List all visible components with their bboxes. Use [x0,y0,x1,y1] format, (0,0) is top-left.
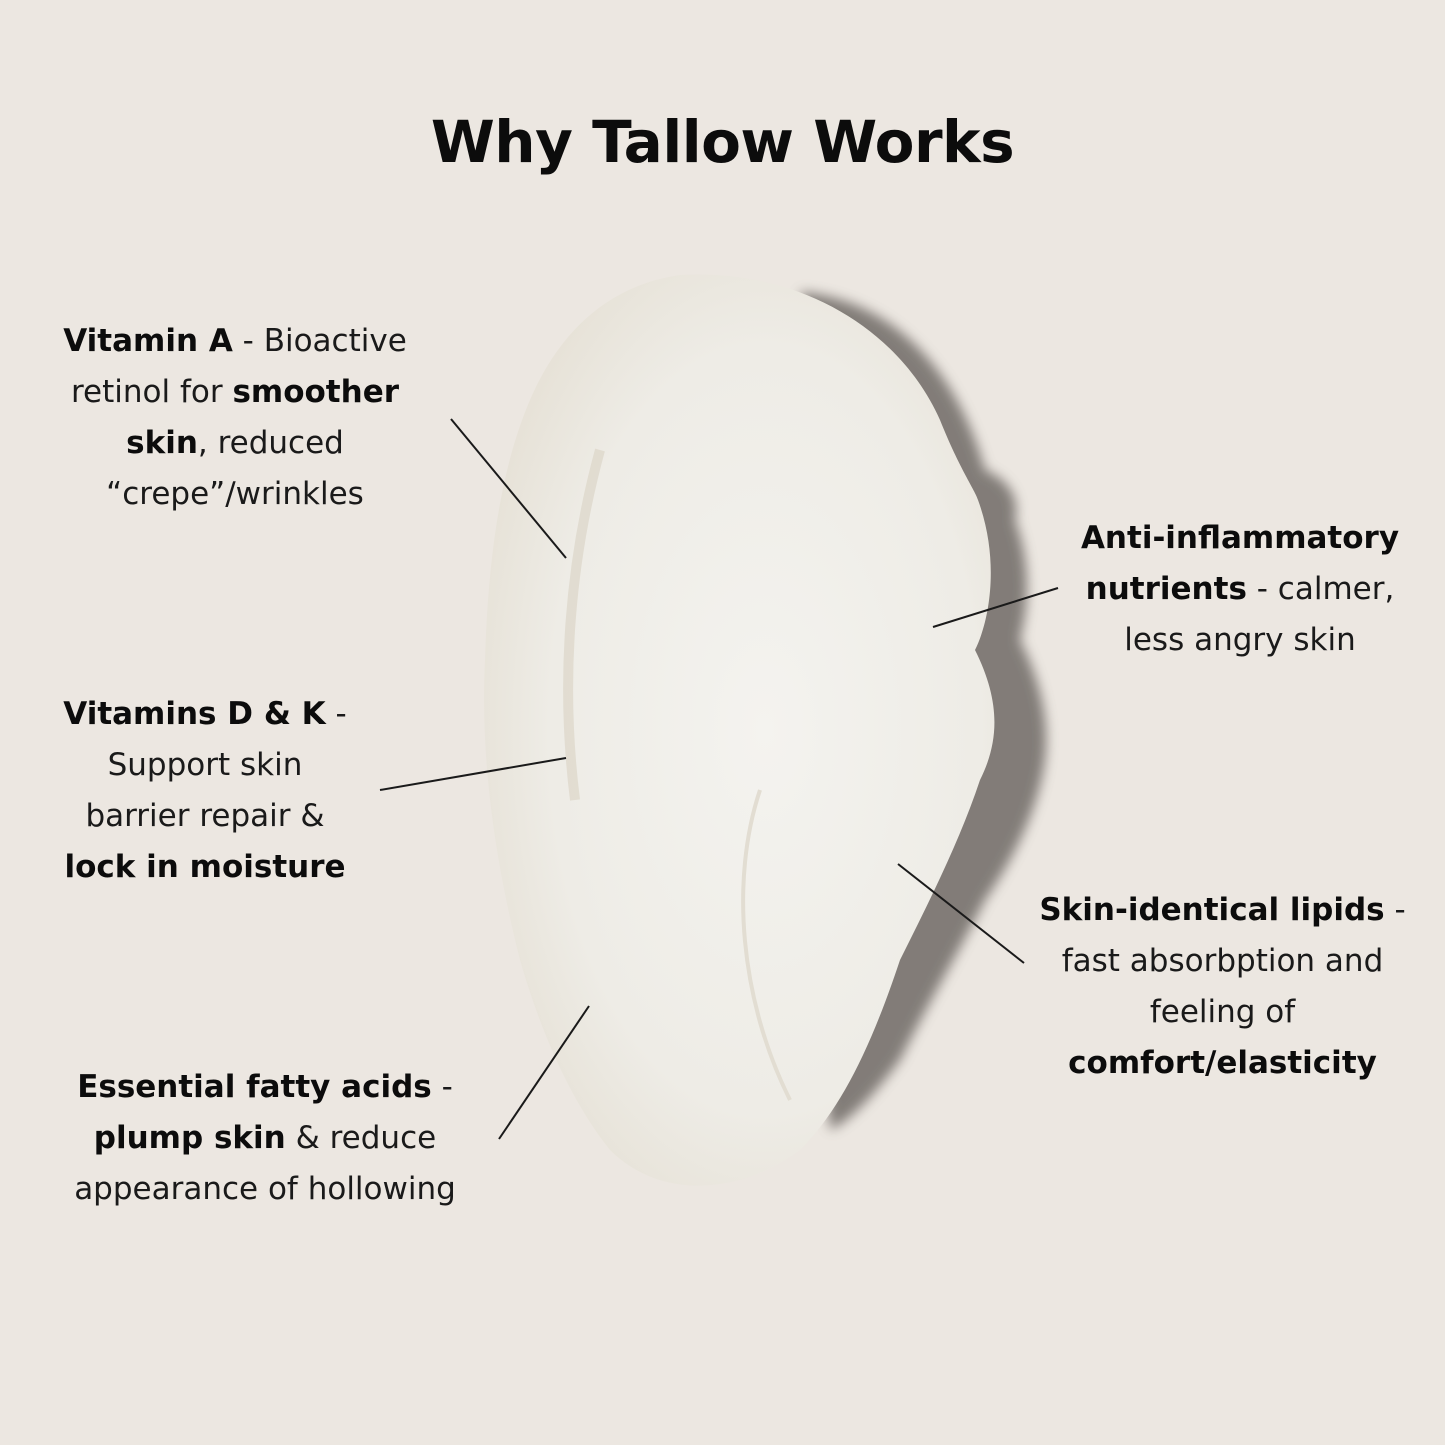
callout-text: appearance of hollowing [74,1171,456,1207]
callout-text: “crepe”/wrinkles [106,476,364,512]
leader-line-fatty-acids [498,1005,590,1140]
callout-line: Vitamins D & K - [20,689,390,740]
callout-emphasis: skin [126,425,198,461]
callout-text: retinol for [70,374,233,410]
callout-line: Anti-inflammatory [1040,513,1440,564]
callout-emphasis: comfort/elasticity [1068,1045,1377,1081]
callout-emphasis: Essential fatty acids [77,1069,432,1105]
callout-text: & reduce [285,1120,437,1156]
callout-line: Support skin [20,740,390,791]
callout-line: feeling of [1005,987,1440,1038]
callout-lipids: Skin-identical lipids -fast absorbption … [1005,885,1440,1089]
leader-line-lipids [897,863,1025,964]
callout-emphasis: smoother [232,374,400,410]
callout-text: fast absorbption and [1061,943,1384,979]
cream-blob [484,274,995,1186]
callout-anti-inflammatory: Anti-inflammatory nutrients - calmer, less… [1040,513,1440,666]
callout-line: appearance of hollowing [20,1164,510,1215]
cream-edge [741,789,792,1101]
callout-line: barrier repair & [20,791,390,842]
callout-emphasis: Vitamin A [63,323,233,359]
callout-emphasis: Skin-identical lipids [1039,892,1385,928]
callout-line: fast absorbption and [1005,936,1440,987]
callout-line: Essential fatty acids - [20,1062,510,1113]
callout-text: - [1384,892,1406,928]
callout-emphasis: lock in moisture [64,849,346,885]
leader-line-vitamin-a [450,418,567,559]
cream-fold [563,448,605,801]
callout-line: less angry skin [1040,615,1440,666]
callout-line: Skin-identical lipids - [1005,885,1440,936]
page-title: Why Tallow Works [430,108,1015,176]
callout-text: barrier repair & [85,798,325,834]
callout-text: - [431,1069,453,1105]
callout-text: - calmer, [1246,571,1395,607]
callout-line: Vitamin A - Bioactive [20,316,450,367]
callout-text: , reduced [197,425,344,461]
callout-line: plump skin & reduce [20,1113,510,1164]
callout-emphasis: nutrients [1085,571,1247,607]
callout-text: - Bioactive [232,323,407,359]
callout-text: less angry skin [1124,622,1356,658]
callout-line: “crepe”/wrinkles [20,469,450,520]
callout-line: skin, reduced [20,418,450,469]
callout-line: nutrients - calmer, [1040,564,1440,615]
callout-text: Support skin [107,747,303,783]
callout-emphasis: plump skin [93,1120,286,1156]
callout-line: comfort/elasticity [1005,1038,1440,1089]
callout-fatty-acids: Essential fatty acids -plump skin & redu… [20,1062,510,1215]
callout-line: lock in moisture [20,842,390,893]
callout-emphasis: Vitamins D & K [63,696,326,732]
callout-emphasis: Anti-inflammatory [1080,520,1400,556]
leader-line-anti-inflammatory [932,587,1059,628]
leader-line-vitamins-d-k [379,757,567,791]
callout-text: - [325,696,347,732]
callout-text: feeling of [1149,994,1296,1030]
callout-line: retinol for smoother [20,367,450,418]
